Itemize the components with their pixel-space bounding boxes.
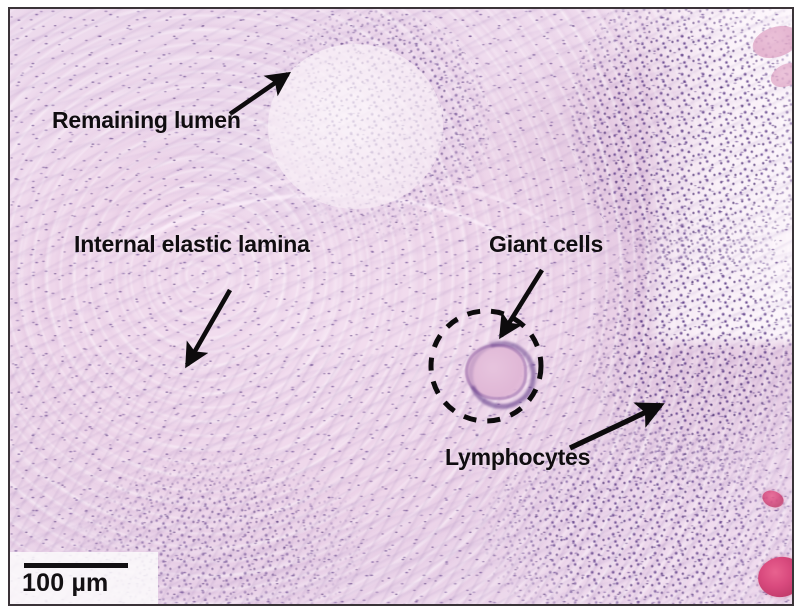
remaining-lumen-region xyxy=(268,44,443,209)
scale-bar-label: 100 µm xyxy=(22,569,109,597)
scale-bar: 100 µm xyxy=(10,552,158,604)
micrograph-canvas: Remaining lumen Internal elastic lamina … xyxy=(10,9,792,604)
micrograph-frame: Remaining lumen Internal elastic lamina … xyxy=(8,7,794,606)
lymphocytic-infiltrate-lower-right xyxy=(480,429,792,604)
scale-bar-line xyxy=(24,563,128,568)
